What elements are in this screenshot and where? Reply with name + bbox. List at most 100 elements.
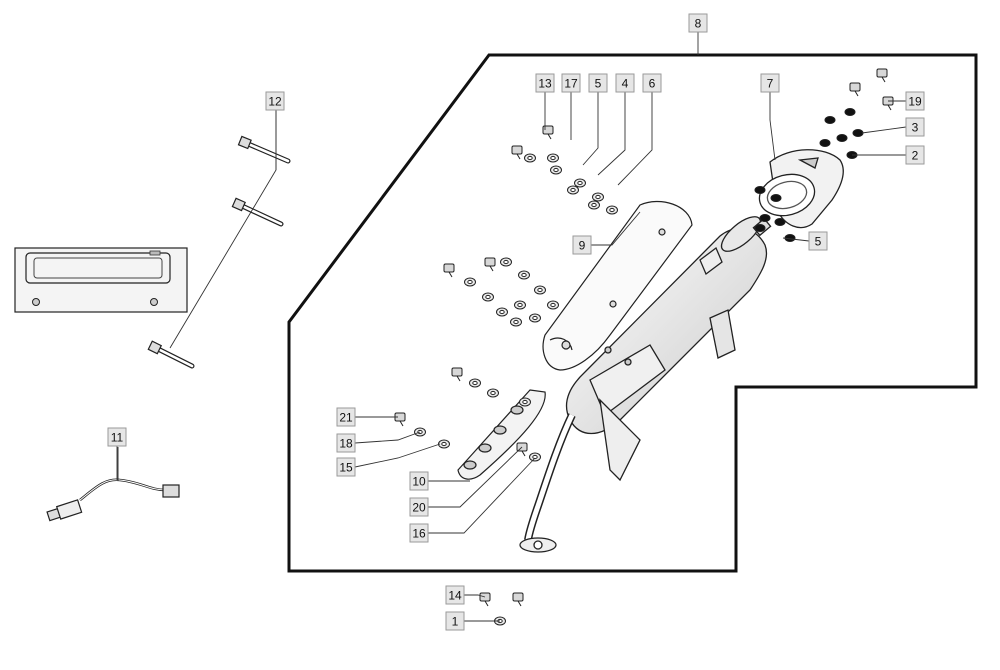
washer-hole — [609, 207, 615, 213]
callout-c17: 17 — [561, 73, 581, 93]
leader-line-c6 — [617, 92, 653, 186]
muffler-body — [519, 216, 772, 553]
callout-c15: 15 — [336, 457, 356, 477]
leader-line-c9 — [591, 211, 641, 246]
callout-c20: 20 — [409, 497, 429, 517]
callout-number: 18 — [339, 437, 353, 451]
washer-hole — [577, 180, 583, 186]
bolt-shank — [854, 90, 859, 97]
callout-number: 3 — [912, 121, 919, 135]
washer-hole — [591, 202, 597, 208]
bolt-shank — [547, 133, 552, 140]
washer-hole — [485, 294, 491, 300]
callout-number: 7 — [767, 77, 774, 91]
callout-c18: 18 — [336, 433, 356, 453]
small-bolt — [451, 367, 463, 377]
washer-hole — [513, 319, 519, 325]
leader-line-c18 — [354, 431, 421, 444]
callout-box — [409, 523, 429, 543]
callout-c6: 6 — [642, 73, 662, 93]
callout-c11: 11 — [107, 427, 127, 447]
washer-hole — [553, 167, 559, 173]
callout-number: 8 — [695, 17, 702, 31]
callout-box — [336, 433, 356, 453]
bolt-shank — [448, 271, 453, 278]
bolt-shank — [887, 104, 892, 111]
callout-box — [642, 73, 662, 93]
washer-hole — [522, 399, 528, 405]
callout-c8: 8 — [688, 13, 708, 33]
callout-c5b: 5 — [808, 231, 828, 251]
end-cap — [758, 149, 844, 229]
o-ring — [836, 134, 848, 142]
callout-c2: 2 — [905, 145, 925, 165]
muffler-cover — [542, 200, 693, 371]
callout-number: 9 — [579, 239, 586, 253]
callout-number: 14 — [448, 589, 462, 603]
washer-hole — [441, 441, 447, 447]
callout-box — [688, 13, 708, 33]
o-ring — [824, 116, 836, 124]
callout-c5a: 5 — [588, 73, 608, 93]
callout-number: 13 — [538, 77, 552, 91]
callout-number: 2 — [912, 149, 919, 163]
bolt-shank — [521, 450, 526, 457]
callout-box — [535, 73, 555, 93]
callout-number: 12 — [268, 95, 282, 109]
callout-number: 17 — [564, 77, 578, 91]
leader-line-c5a — [582, 92, 599, 166]
leader-line-c4 — [597, 92, 626, 176]
leader-line-c14 — [464, 594, 486, 598]
small-bolt — [484, 257, 496, 267]
washer-hole — [467, 279, 473, 285]
washer-hole — [595, 194, 601, 200]
callout-c19: 19 — [905, 91, 925, 111]
callout-box — [336, 457, 356, 477]
leader-line-c5b — [782, 237, 810, 242]
long-bolts — [147, 110, 291, 369]
washer-hole — [521, 272, 527, 278]
callout-number: 4 — [622, 77, 629, 91]
small-bolt — [876, 68, 888, 78]
washer-hole — [503, 259, 509, 265]
callout-c9: 9 — [572, 235, 592, 255]
washer-hole — [499, 309, 505, 315]
o-ring — [774, 218, 786, 226]
small-bolt — [512, 592, 524, 602]
leader-lines — [116, 32, 907, 622]
leader-line-c15 — [354, 443, 441, 468]
callout-number: 6 — [649, 77, 656, 91]
callout-number: 1 — [452, 615, 459, 629]
bolt-shank — [399, 420, 404, 427]
callout-number: 21 — [339, 411, 353, 425]
callout-box — [615, 73, 635, 93]
o-ring — [759, 214, 771, 222]
small-bolt — [511, 145, 523, 155]
callout-c16: 16 — [409, 523, 429, 543]
o-ring — [852, 129, 864, 137]
washer-hole — [550, 155, 556, 161]
callout-box — [572, 235, 592, 255]
leader-line-c20 — [428, 446, 523, 508]
fastener-hardware — [394, 68, 894, 626]
o-ring — [770, 194, 782, 202]
callout-box — [409, 471, 429, 491]
bolt-shank — [517, 600, 522, 607]
callout-c21: 21 — [336, 407, 356, 427]
callout-box — [445, 611, 465, 631]
bolt-shank — [489, 265, 494, 272]
bolt-shank — [516, 153, 521, 160]
small-bolt — [443, 263, 455, 273]
callout-box — [905, 145, 925, 165]
callout-c3: 3 — [905, 117, 925, 137]
leader-line-c3 — [861, 126, 907, 134]
washer-hole — [550, 302, 556, 308]
callout-number: 15 — [339, 461, 353, 475]
callout-number: 20 — [412, 501, 426, 515]
callout-number: 10 — [412, 475, 426, 489]
assembly-group-outline — [287, 53, 978, 573]
leader-line-c16 — [428, 457, 536, 534]
washer-hole — [472, 380, 478, 386]
o-ring — [754, 186, 766, 194]
washer-hole — [517, 302, 523, 308]
